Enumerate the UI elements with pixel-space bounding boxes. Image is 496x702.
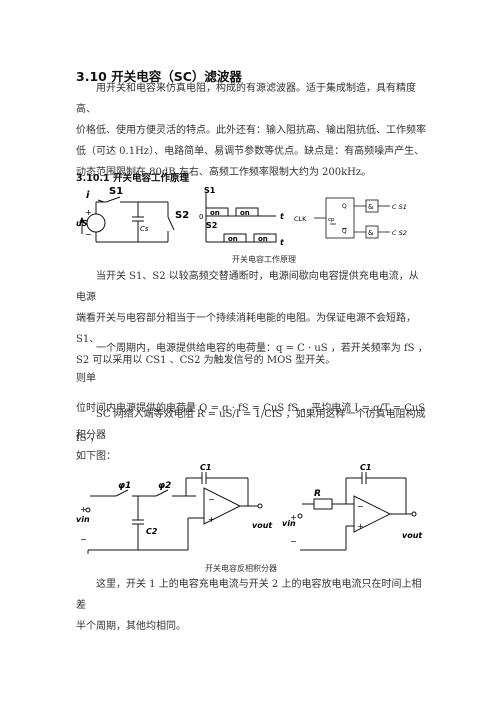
opamp-icon [353, 495, 392, 533]
timing-on-label: on [240, 209, 250, 217]
timing-on-label: on [228, 235, 238, 243]
opamp-minus-label: − [357, 502, 364, 511]
timing-on-label: on [210, 209, 220, 217]
figure2-caption: 开关电容反相积分器 [205, 564, 277, 573]
timing-s2-label: S2 [206, 221, 217, 230]
intro-paragraph: 用开关和电容来仿真电阻，构成的有源滤波器。适于集成制造，具有精度高、 价格低、使… [76, 78, 428, 183]
paragraph-2: 当开关 S1、S2 以较高频交替通断时，电源间歇向电容提供充电电流，从电源 端看… [76, 266, 428, 371]
plus-label: + [80, 505, 87, 514]
label-s2: S2 [175, 210, 189, 221]
minus-label: − [290, 537, 297, 546]
flip-flop-block [314, 197, 390, 239]
timing-t-label: t [280, 212, 285, 221]
integrator-figure: φ1 φ2 C1 C2 vin vout + − − + C1 R [76, 463, 423, 554]
r-label: R [314, 489, 321, 499]
and-gate-icon: & [368, 229, 374, 237]
para4-line: SC 网络入端等效电阻 R = uS/I = 1/CfS ，如果用这样一个仿真电… [76, 409, 426, 441]
paragraph-3: 一个周期内，电源提供给电容的电荷量：q = C · uS ，若开关频率为 fS … [76, 334, 428, 454]
opamp-plus-label: + [208, 515, 215, 524]
vout-label: vout [402, 531, 423, 540]
switched-capacitor-figure: i S1 S2 uS Cs + − S1 S2 on on on on t t … [76, 186, 407, 247]
timing-t-label: t [280, 238, 285, 247]
minus-label: − [80, 535, 87, 544]
label-cs: Cs [140, 225, 149, 233]
sc-circuit [79, 196, 175, 243]
sc-integrator-circuit [85, 472, 263, 554]
resistor-icon [313, 498, 333, 510]
switch-s1-icon [105, 196, 121, 203]
para3-line: 一个周期内，电源提供给电容的电荷量：q = C · uS ，若开关频率为 fS … [76, 343, 428, 384]
opamp-icon [203, 487, 242, 525]
switch-phi1-icon [115, 489, 129, 497]
vin-label: vin [76, 515, 90, 524]
para5-line: 半个周期，其他均相同。 [76, 621, 186, 632]
intro-line: 动态范围限制在 80dB 左右、高频工作频率限制大约为 200kHz。 [76, 167, 372, 178]
ff-qbar-label: Q [342, 228, 347, 235]
timing-diagram [205, 192, 277, 243]
output-terminal-icon [411, 511, 417, 517]
output-terminal-icon [257, 503, 263, 509]
figure1-caption: 开关电容工作原理 [232, 255, 296, 264]
subsection-title: 3.10.1 开关电容工作原理 [76, 173, 189, 184]
plus-label: + [290, 513, 297, 522]
intro-line: 低（可达 0.1Hz）、电路简单、易调节参数等优点。缺点是：有高频噪声产生、 [76, 146, 425, 157]
input-terminal-icon [297, 513, 303, 519]
label-i: i [86, 190, 90, 201]
c1-label: C1 [200, 463, 211, 472]
intro-line: 用开关和电容来仿真电阻，构成的有源滤波器。适于集成制造，具有精度高、 [76, 83, 416, 115]
para3-line: 位时间内电源提供的电荷量 Q = q · fS = CuS fS ，平均电流 I… [76, 403, 426, 444]
timing-on-label: on [258, 235, 268, 243]
paragraph-5: 这里，开关 1 上的电容充电电流与开关 2 上的电容放电电流只在时间上相差 半个… [76, 574, 428, 637]
phi2-label: φ2 [158, 481, 171, 491]
c1-label: C1 [360, 463, 371, 472]
opamp-plus-label: + [357, 522, 364, 531]
phi1-label: φ1 [118, 481, 131, 491]
timing-s1-label: S1 [204, 186, 216, 195]
paragraph-4: SC 网络入端等效电阻 R = uS/I = 1/CfS ，如果用这样一个仿真电… [76, 404, 428, 467]
vin-label: vin [282, 519, 296, 528]
and-gate-icon: & [368, 203, 374, 211]
c2-label: C2 [146, 527, 158, 536]
ff-out2-label: C S2 [392, 229, 407, 237]
para2-line: 端看开关与电容部分相当于一个持续消耗电能的电阻。为保证电源不会短路，S1、 [76, 313, 416, 345]
timing-zero-label: 0 [199, 213, 203, 221]
ff-q-label: Q [342, 203, 347, 210]
ff-out1-label: C S1 [392, 203, 407, 211]
ff-cp-label: cp [328, 217, 335, 223]
section-title: 3.10 开关电容（SC）滤波器 [76, 69, 242, 84]
para2-line: 当开关 S1、S2 以较高频交替通断时，电源间歇向电容提供充电电流，从电源 [76, 271, 419, 303]
para5-line: 这里，开关 1 上的电容充电电流与开关 2 上的电容放电电流只在时间上相差 [76, 579, 422, 611]
label-minus: − [85, 230, 92, 239]
para2-line: S2 可以采用以 CS1 、CS2 为触发信号的 MOS 型开关。 [76, 355, 336, 366]
label-s1: S1 [109, 186, 123, 197]
ff-clk-label: CLK [294, 215, 307, 223]
para4-line: 如下图： [76, 451, 116, 462]
switch-s2-icon [167, 216, 175, 231]
vout-label: vout [252, 521, 273, 530]
input-terminal-icon [85, 507, 91, 513]
rc-integrator-circuit [297, 472, 417, 551]
label-plus: + [85, 208, 92, 217]
intro-line: 价格低、使用方便灵活的特点。此外还有：输入阻抗高、输出阻抗低、工作频率 [76, 125, 426, 136]
switch-phi2-icon [155, 489, 169, 497]
opamp-minus-label: − [208, 495, 215, 504]
label-us: uS [76, 219, 88, 228]
